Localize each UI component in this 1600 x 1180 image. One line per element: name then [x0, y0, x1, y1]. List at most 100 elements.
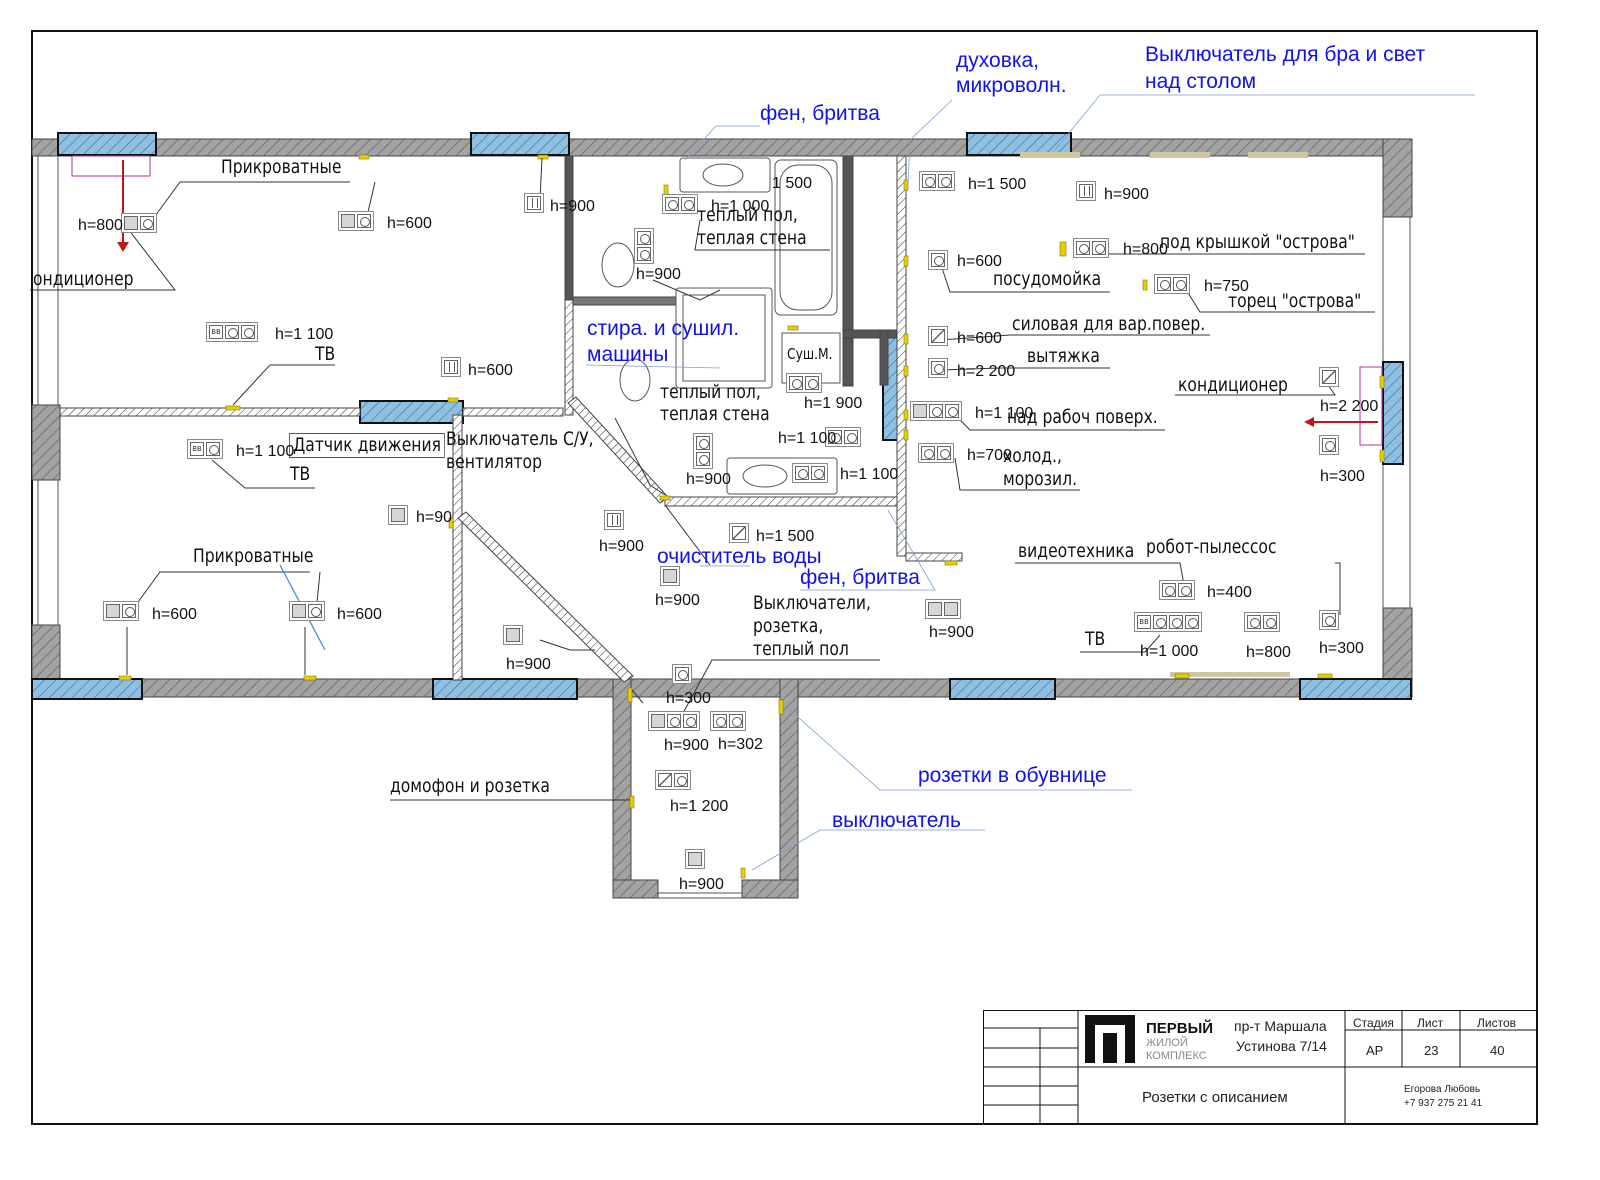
note-domofon: домофон и розетка [390, 775, 550, 797]
h-label: h=2 200 [1320, 398, 1379, 415]
socket-holod [918, 443, 954, 463]
h-label: h=1 500 [968, 176, 1027, 193]
socket-posud [928, 250, 948, 270]
note-duhovka-a: духовка, [956, 49, 1040, 72]
switch-door-top [524, 193, 544, 213]
socket-bed-top-left [121, 213, 157, 233]
note-videotehnika: видеотехника [1018, 540, 1135, 562]
drawing-name: Розетки с описанием [1142, 1089, 1288, 1106]
socket-sink [792, 463, 828, 483]
title-block-grid [983, 1010, 1537, 1124]
note-kondicioner-right: кондиционер [1178, 374, 1288, 396]
note-sush: Суш.М. [787, 345, 833, 363]
switch-corr3 [660, 566, 680, 586]
socket-sink-r [825, 427, 861, 447]
note-kondicioner-left: ондиционер [33, 268, 134, 290]
h-label: h=600 [468, 362, 513, 379]
h-label: h=600 [152, 606, 197, 623]
h-label: h=800 [1246, 644, 1291, 661]
sanitary-fixtures [601, 152, 1308, 677]
note-teply-pol-2b: теплая стена [660, 403, 770, 425]
socket-tv-bottom: BB [187, 439, 223, 459]
intercom-socket [655, 770, 691, 790]
sheets-value: 40 [1490, 1043, 1505, 1058]
note-vykl-su: Выключатель С/У, [446, 428, 594, 450]
note-duhovka-b: микроволн. [956, 74, 1067, 97]
h-label: h=900 [599, 538, 644, 555]
note-tv-bottom: ТВ [290, 463, 311, 485]
h-label: h=2 200 [957, 363, 1016, 380]
h-label: h=90 [416, 509, 453, 526]
socket-bed-top-right [338, 211, 374, 231]
note-stira-a: стира. и сушил. [587, 317, 740, 340]
socket-silov [928, 326, 948, 346]
socket-sush [786, 373, 822, 393]
note-ochistitel: очиститель воды [657, 545, 822, 568]
note-datchik: Датчик движения [289, 433, 446, 458]
sheet-frame [31, 30, 1538, 1125]
socket-kitchen-top [919, 171, 955, 191]
socket-bed-bottom-left [103, 601, 139, 621]
note-ventilyator: вентилятор [446, 451, 542, 473]
socket-bath-top [662, 194, 698, 214]
h-label: h=750 [1204, 278, 1249, 295]
note-fen-bottom: фен, бритва [800, 566, 920, 589]
address-line-2: Устинова 7/14 [1236, 1038, 1327, 1054]
company-logo [1085, 1015, 1135, 1063]
socket-island [1073, 238, 1109, 258]
note-vyklyuchateli-c: теплый пол [753, 638, 849, 660]
note-holod-b: морозил. [1003, 468, 1078, 490]
note-vyklyuchateli-a: Выключатели, [753, 592, 871, 614]
wall-markers [118, 154, 1385, 879]
h-label: h=900 [550, 198, 595, 215]
note-vyklyuchateli-b: розетка, [753, 615, 824, 637]
switch-1500 [729, 523, 749, 543]
switch-ent-r [925, 599, 961, 619]
socket-800-r [1244, 612, 1280, 632]
socket-tv-right: BB [1134, 612, 1202, 632]
note-pod-kryshkoy: под крышкой "острова" [1160, 231, 1355, 253]
h-label: h=302 [718, 736, 763, 753]
thermo-bath2 [693, 433, 713, 469]
h-label: h=1 000 [711, 198, 770, 215]
note-robot: робот-пылессос [1146, 536, 1277, 558]
socket-tv-top: BB [206, 322, 258, 342]
socket-torec [1154, 274, 1190, 294]
note-obuvnica: розетки в обувнице [918, 764, 1107, 787]
company-name-3: КОМПЛЕКС [1146, 1050, 1207, 1062]
note-prikrovatnye-bottom: Прикроватные [193, 545, 314, 567]
h-label: h=1 200 [670, 798, 729, 815]
switch-corridor [503, 625, 523, 645]
h-label: h=900 [1104, 186, 1149, 203]
sheet-header: Лист [1417, 1016, 1444, 1030]
note-teply-pol-1a: теплый пол, [697, 204, 798, 226]
stage-header: Стадия [1353, 1016, 1394, 1030]
h-label: h=600 [957, 253, 1002, 270]
note-bra-b: над столом [1145, 70, 1257, 93]
switch-entry [685, 849, 705, 869]
switch-bed-bottom [388, 505, 408, 525]
h-label: h=600 [387, 215, 432, 232]
h-label: 1 500 [772, 175, 813, 192]
stage-value: АР [1366, 1043, 1384, 1058]
note-vytyazhka: вытяжка [1027, 345, 1100, 367]
h-label: h=800 [1123, 241, 1168, 258]
h-label: h=1 100 [778, 430, 837, 447]
note-silovaya: силовая для вар.повер. [1012, 313, 1206, 335]
h-label: h=900 [686, 471, 731, 488]
h-label: h=900 [655, 592, 700, 609]
note-vyklyuchatel: выключатель [832, 809, 961, 832]
h-label: h=900 [636, 266, 681, 283]
h-label: h=1 100 [275, 326, 334, 343]
socket-hall-300 [672, 664, 692, 684]
socket-hall-302 [710, 711, 746, 731]
note-teply-pol-1b: теплая стена [697, 227, 807, 249]
socket-bed-bottom-right [289, 601, 325, 621]
author-name: Егорова Любовь [1404, 1084, 1481, 1095]
switch-hall [441, 357, 461, 377]
note-tv-right: ТВ [1085, 628, 1106, 650]
h-label: h=600 [957, 330, 1002, 347]
switch-bra [1076, 181, 1096, 201]
company-name-1: ПЕРВЫЙ [1146, 1020, 1214, 1037]
note-bra-a: Выключатель для бра и свет [1145, 43, 1426, 66]
